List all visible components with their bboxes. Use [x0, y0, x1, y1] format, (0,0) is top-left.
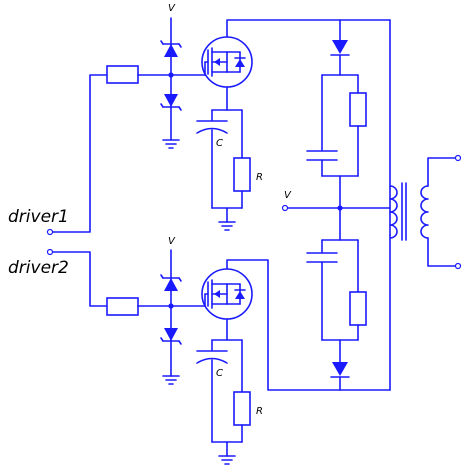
bottom-mosfet [201, 268, 253, 320]
bottom-snubber [196, 339, 251, 465]
secondary-terminal-bottom [454, 262, 462, 270]
midpoint-terminal [281, 204, 289, 212]
driver2-terminal [46, 248, 54, 256]
top-resistor-label: R [256, 172, 263, 183]
driver1-terminal [46, 228, 54, 236]
top-gate-supply-label: V [168, 3, 176, 14]
bottom-gate-supply-label: V [168, 236, 176, 247]
midpoint-node [337, 205, 343, 211]
top-gate-resistor [106, 65, 139, 84]
bottom-clamp-diode [330, 339, 350, 391]
driver2-label: driver2 [8, 258, 69, 278]
top-snubber [196, 109, 251, 231]
midpoint-supply-label: V [284, 190, 292, 201]
driver1-label: driver1 [8, 207, 69, 227]
top-clamp-diode [330, 19, 350, 76]
driver1-input-wiring [51, 74, 108, 233]
lower-rc-network [306, 239, 367, 341]
upper-rc-network [306, 74, 367, 241]
output-transformer [389, 157, 456, 267]
top-mosfet [201, 36, 253, 88]
bottom-gate-resistor [106, 297, 139, 316]
bottom-capacitor-label: C [216, 368, 223, 379]
top-zener-clamp [160, 17, 182, 149]
bottom-zener-clamp [160, 249, 182, 385]
secondary-terminal-top [454, 154, 462, 162]
bottom-resistor-label: R [256, 406, 263, 417]
top-capacitor-label: C [216, 138, 223, 149]
driver2-input-wiring [51, 251, 108, 307]
